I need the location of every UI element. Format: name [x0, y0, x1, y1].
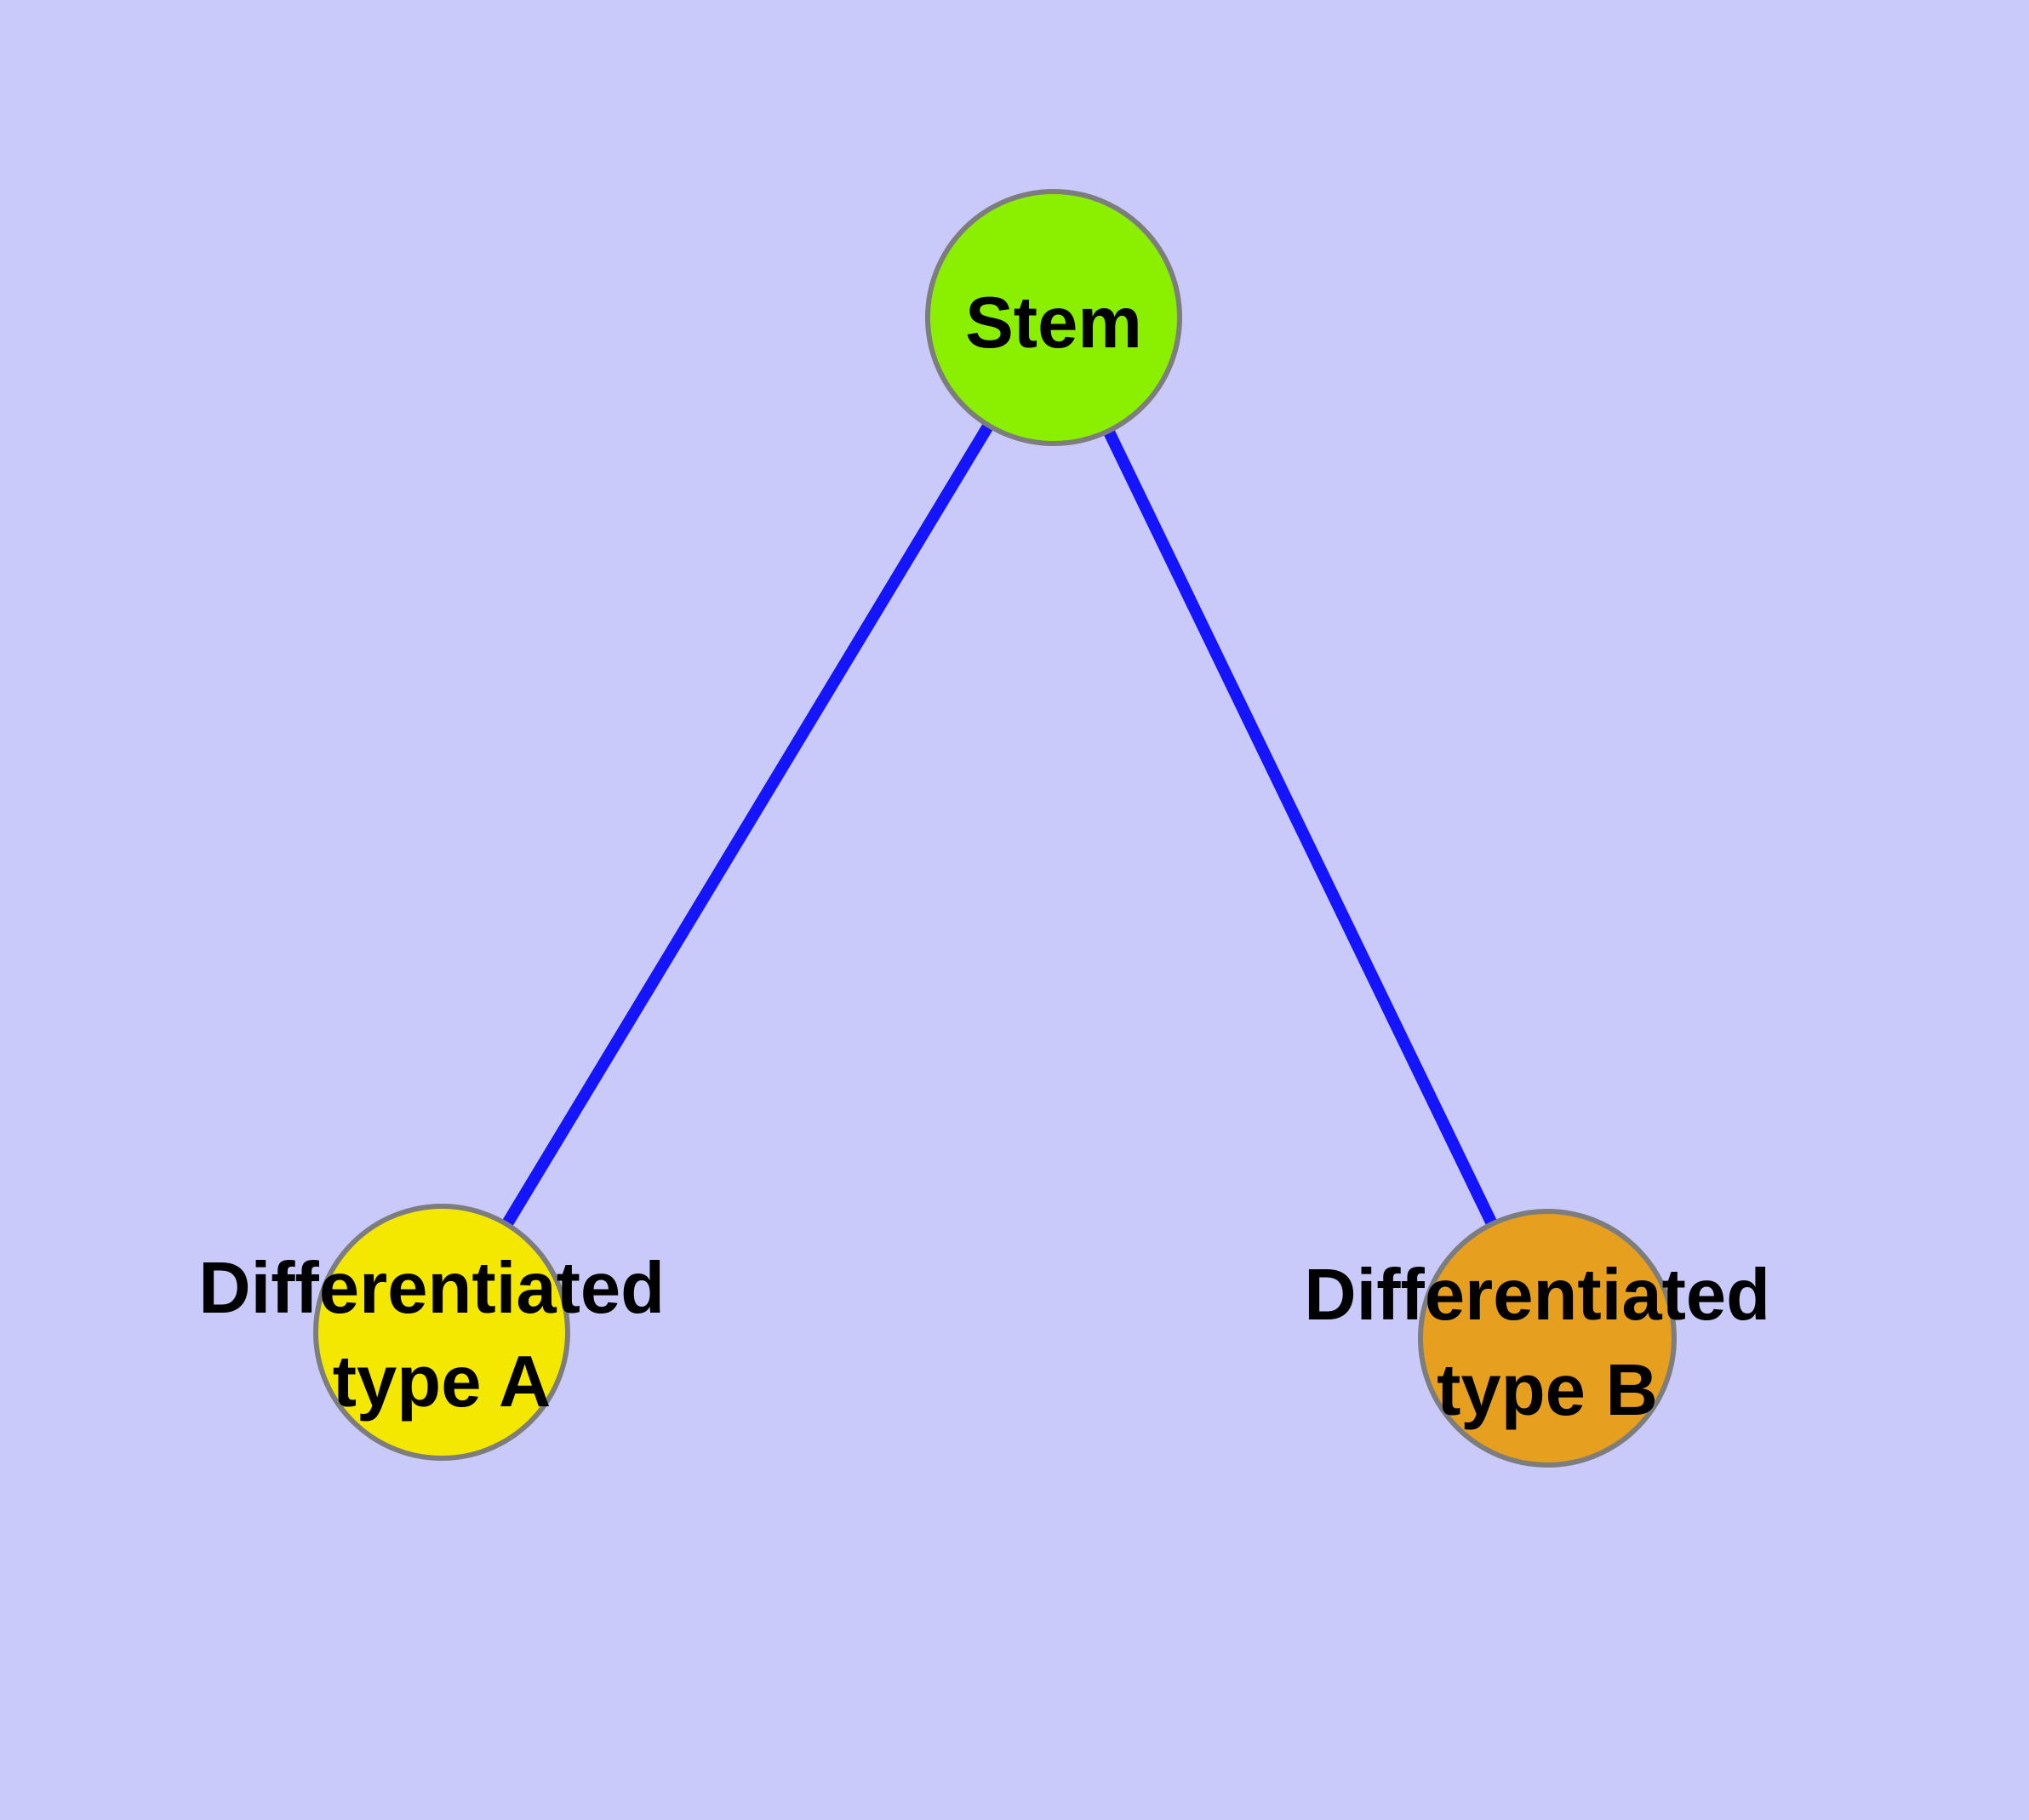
node-differentiated-type-a-label: Differentiated type A [198, 1248, 684, 1422]
node-differentiated-type-b [1418, 1209, 1677, 1468]
node-differentiated-type-a-label-line1: Differentiated [198, 1248, 665, 1329]
node-differentiated-type-a-label-line2: type A [333, 1342, 552, 1422]
node-differentiated-type-b-label-line1: Differentiated [1304, 1255, 1770, 1336]
node-stem [925, 189, 1182, 446]
edge-stem-to-type-a [437, 314, 1059, 1336]
node-differentiated-type-a [313, 1204, 570, 1461]
node-differentiated-type-b-label-line2: type B [1437, 1350, 1658, 1431]
node-differentiated-type-b-label: Differentiated type B [1304, 1255, 1790, 1431]
edge-stem-to-type-b [1048, 314, 1553, 1342]
node-stem-label: Stem [965, 283, 1142, 363]
